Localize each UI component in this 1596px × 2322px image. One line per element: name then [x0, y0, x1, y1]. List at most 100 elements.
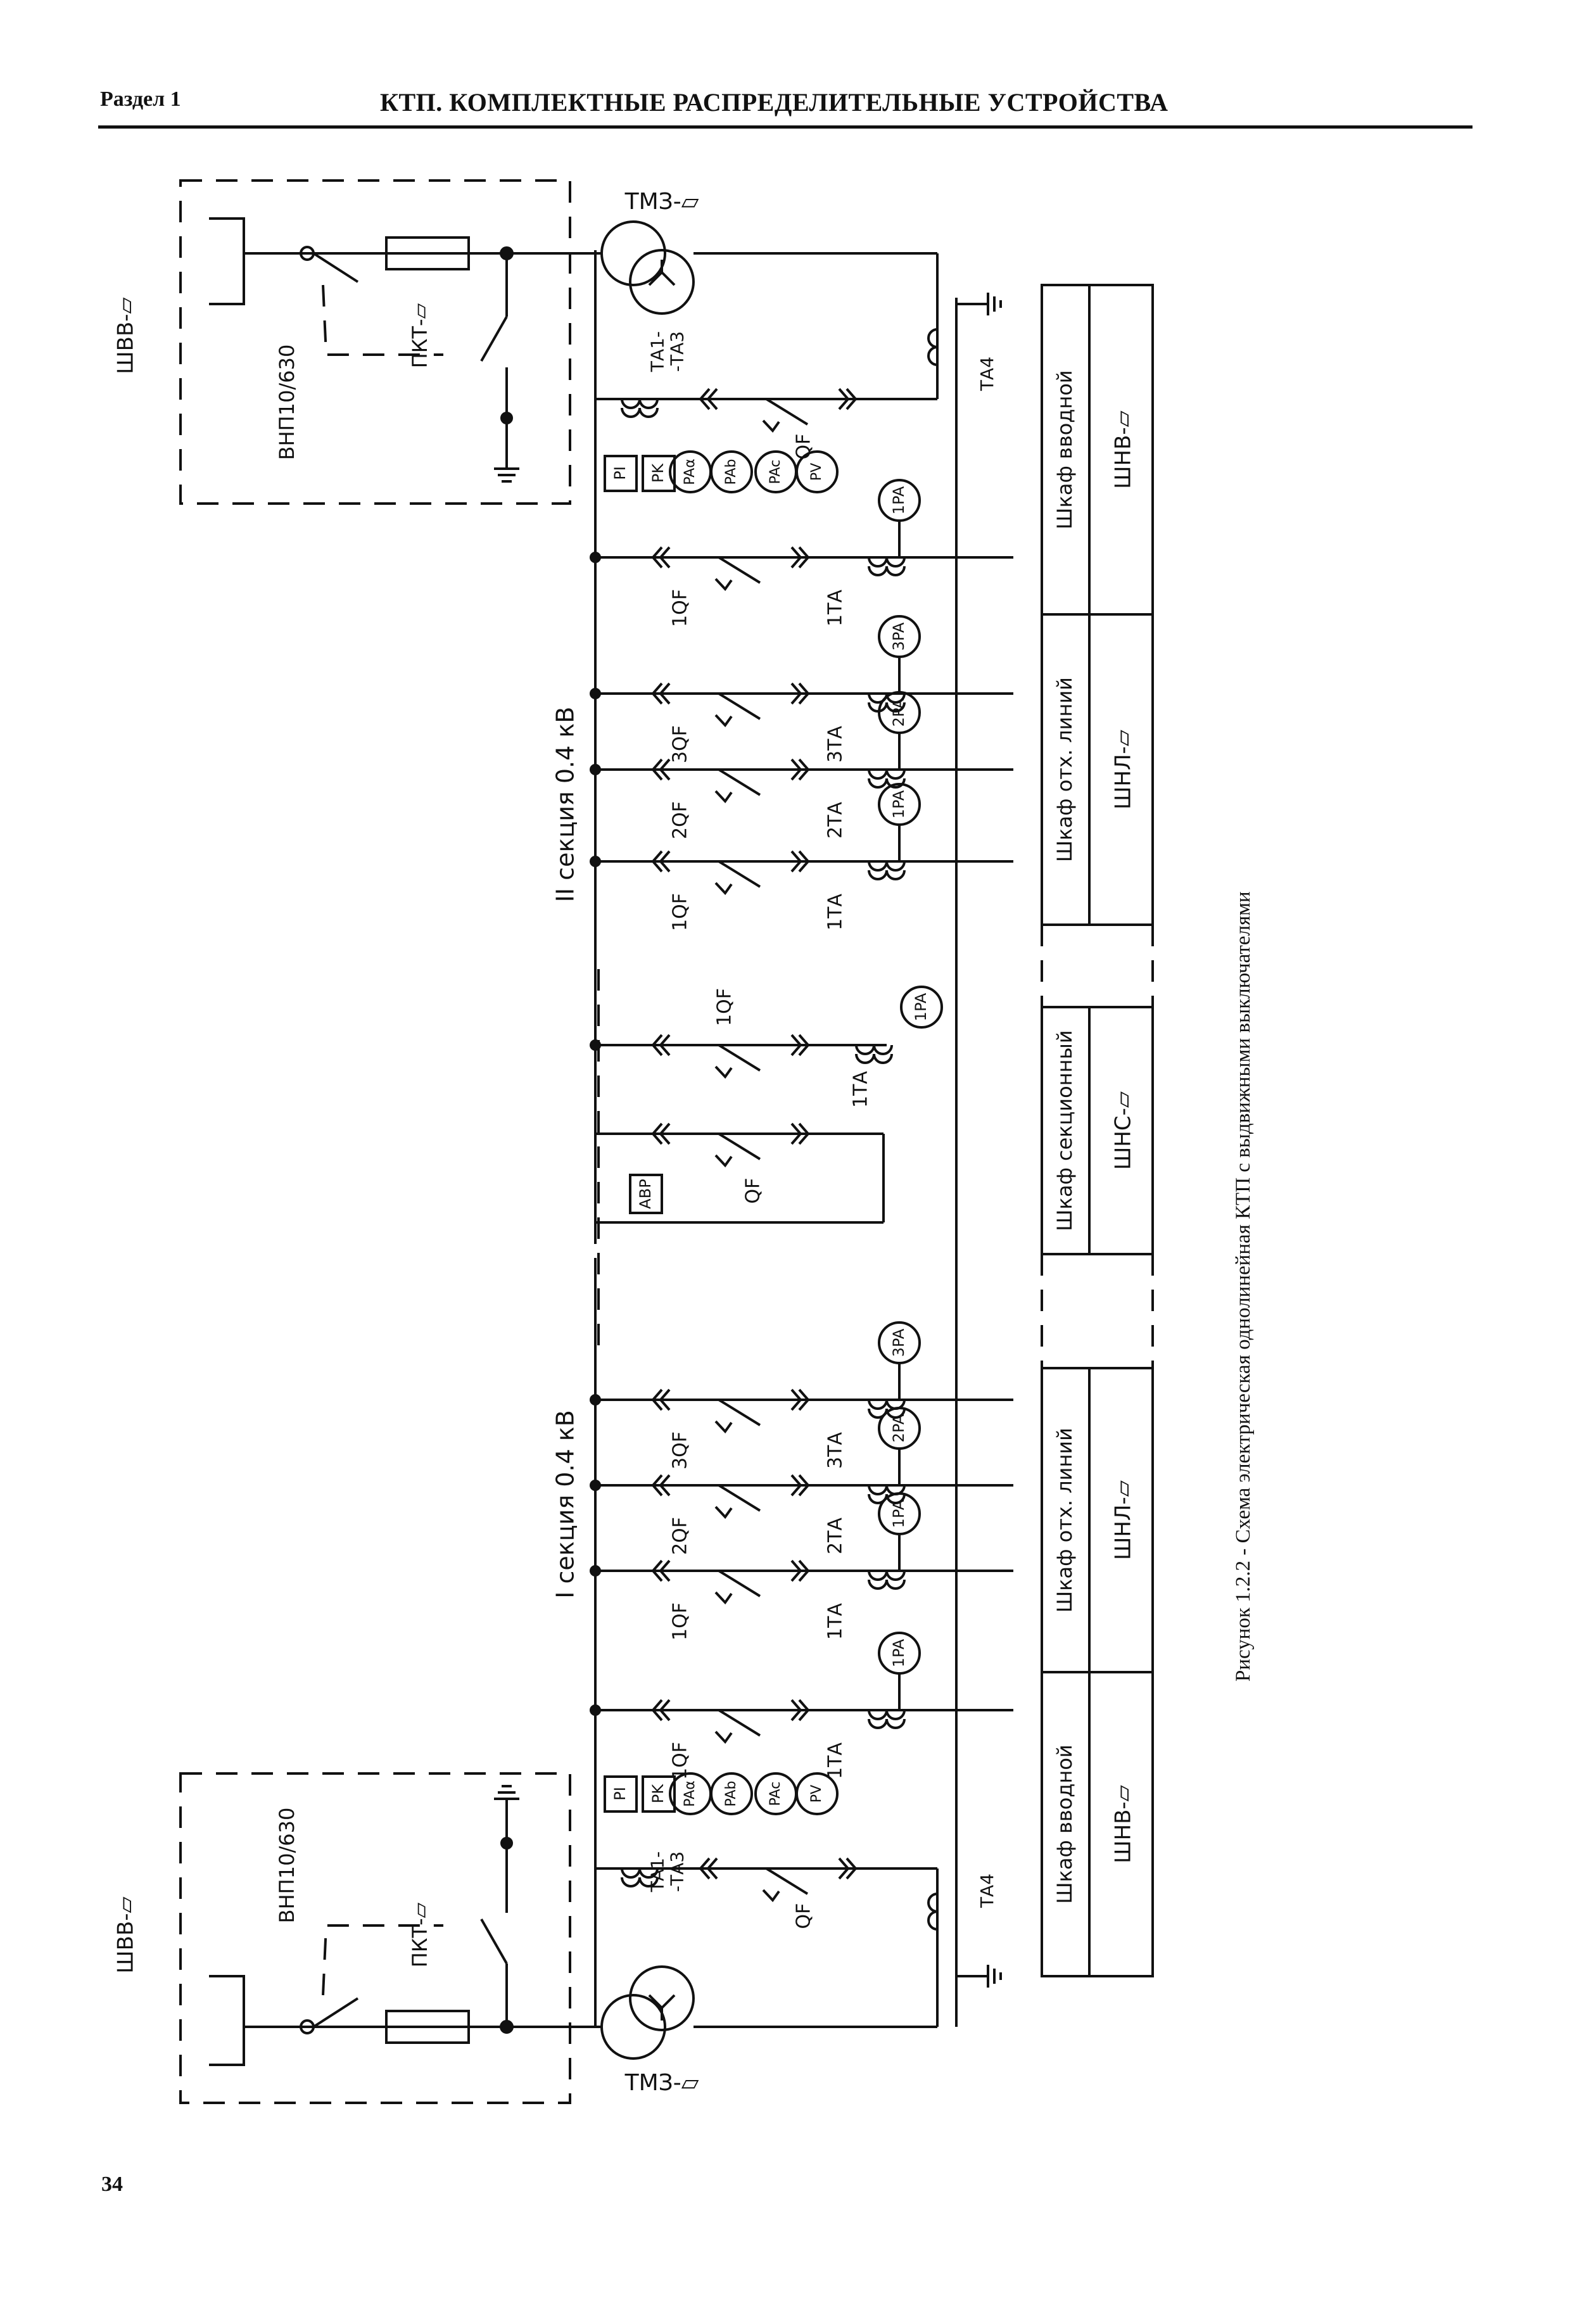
- feeder-breaker-label: 3QF: [669, 725, 692, 763]
- feeder-breaker: [718, 692, 761, 720]
- feeder-ammeter: [878, 691, 921, 734]
- feeder-ct-label: 3ТА: [825, 1432, 847, 1469]
- feeder-breaker: [718, 556, 761, 584]
- cabinet-code: ШНЛ-▱: [1111, 729, 1136, 809]
- meter-box-pk: [642, 455, 676, 492]
- figure-caption: Рисунок 1.2.2 - Схема электрическая одно…: [1232, 891, 1255, 1682]
- feeder-breaker-label: 1QF: [669, 893, 692, 931]
- avr-box: [629, 1174, 663, 1214]
- feeder-breaker: [718, 1399, 761, 1426]
- bus-section-1-label: I секция 0.4 кВ: [552, 1410, 580, 1599]
- transformer-label: ТМЗ-▱: [624, 2070, 699, 2096]
- meter-label: 3PA: [890, 622, 908, 650]
- feeder-ct: [868, 1710, 906, 1720]
- meter-label: PI: [611, 466, 629, 480]
- input-breaker-bottom: [765, 1867, 809, 1895]
- header-rule: [98, 125, 1472, 129]
- meter-label: PI: [611, 1787, 629, 1801]
- withdrawable-contact: [838, 1857, 858, 1880]
- cabinet-code: ШНВ-▱: [1111, 1784, 1136, 1863]
- withdrawable-contact: [790, 850, 810, 873]
- transformer-winding-hv: [600, 1994, 666, 2060]
- feeder-ct: [868, 557, 906, 568]
- meter-label: 1PA: [890, 1499, 908, 1528]
- ct-neutral-top: [927, 328, 938, 366]
- meter-label: PAα: [682, 1780, 698, 1806]
- bus-junction: [590, 1565, 601, 1577]
- sectional-ct: [855, 1044, 893, 1055]
- cabinet-name: Шкаф отх. линий: [1053, 677, 1077, 862]
- breaker-latch: [714, 882, 733, 896]
- cabinet-code: ШНВ-▱: [1111, 410, 1136, 489]
- withdrawable-contact: [651, 758, 671, 781]
- feeder-breaker: [718, 1484, 761, 1512]
- ct-neutral-label-top: ТА4: [977, 357, 998, 391]
- feeder-ammeter: [878, 1321, 921, 1364]
- feeder-breaker-label: 2QF: [669, 801, 692, 839]
- feeder-ct-label: 2ТА: [825, 802, 847, 839]
- breaker-latch: [714, 1591, 733, 1605]
- bus-junction: [590, 764, 601, 775]
- feeder-ammeter: [878, 1407, 921, 1450]
- feeder-ct: [868, 693, 906, 704]
- earthing-switch: [480, 1919, 508, 1964]
- transformer-label: ТМЗ-▱: [624, 189, 699, 215]
- meter-label: PK: [649, 463, 667, 483]
- ground-symbol: [987, 293, 1002, 315]
- feeder-ammeter: [878, 1492, 921, 1535]
- fuse-label: ПКТ-▱: [408, 303, 432, 368]
- feeder-ct: [868, 861, 906, 872]
- hv-cabinet-label: ШВВ-▱: [113, 296, 139, 374]
- feeder-ammeter: [878, 479, 921, 522]
- bus-junction: [590, 1394, 601, 1405]
- breaker-label: QF: [793, 1903, 815, 1929]
- load-switch-label: ВНП10/630: [275, 345, 299, 460]
- meter-label: PV: [809, 1785, 825, 1803]
- withdrawable-contact: [790, 546, 810, 569]
- feeder-ct-label: 1ТА: [825, 1603, 847, 1640]
- withdrawable-contact: [651, 1559, 671, 1582]
- avr-label: АВР: [636, 1179, 654, 1209]
- breaker-latch: [714, 1065, 733, 1079]
- hv-cable-entry: [209, 217, 245, 305]
- feeder-breaker-label: 2QF: [669, 1517, 692, 1555]
- section-label: Раздел 1: [100, 87, 181, 111]
- breaker-latch: [714, 714, 733, 728]
- meter-circle: [795, 1772, 839, 1815]
- meter-label: PAα: [682, 459, 698, 485]
- withdrawable-contact: [651, 546, 671, 569]
- withdrawable-contact: [651, 1122, 671, 1145]
- meter-circle: [710, 1772, 753, 1815]
- meter-label: 1PA: [912, 993, 930, 1021]
- feeder-ct-label: 1ТА: [825, 894, 847, 930]
- cabinet-code: ШНС-▱: [1111, 1091, 1136, 1170]
- ground-symbol: [987, 1965, 1002, 1988]
- withdrawable-contact: [699, 388, 718, 410]
- transformer-winding-lv: [629, 1965, 695, 2031]
- breaker-latch: [714, 1506, 733, 1519]
- ct-winding: [868, 1718, 906, 1729]
- meter-box-pi: [604, 1775, 638, 1813]
- ct-winding: [868, 778, 906, 789]
- ct-main-label-bottom: ТА1--ТА3: [647, 1851, 688, 1893]
- ground-symbol: [494, 467, 519, 483]
- feeder-ammeter: [878, 615, 921, 658]
- bus-junction: [590, 1039, 601, 1051]
- breaker-latch: [714, 1420, 733, 1434]
- feeder-breaker: [718, 1570, 761, 1597]
- withdrawable-contact: [699, 1857, 718, 1880]
- avr-breaker: [718, 1132, 761, 1160]
- ct-winding: [868, 1408, 906, 1419]
- load-switch-blade: [312, 252, 359, 283]
- page-number: 34: [101, 2173, 123, 2196]
- meter-label: PAc: [768, 1782, 783, 1806]
- cabinet-name: Шкаф секционный: [1053, 1030, 1077, 1231]
- withdrawable-contact: [651, 682, 671, 705]
- withdrawable-contact: [651, 1699, 671, 1722]
- ct-bottom: [621, 1868, 659, 1879]
- meter-box-pk: [642, 1775, 676, 1813]
- input-breaker-top: [765, 398, 809, 426]
- ct-winding: [855, 1053, 893, 1064]
- ct-winding: [868, 1494, 906, 1504]
